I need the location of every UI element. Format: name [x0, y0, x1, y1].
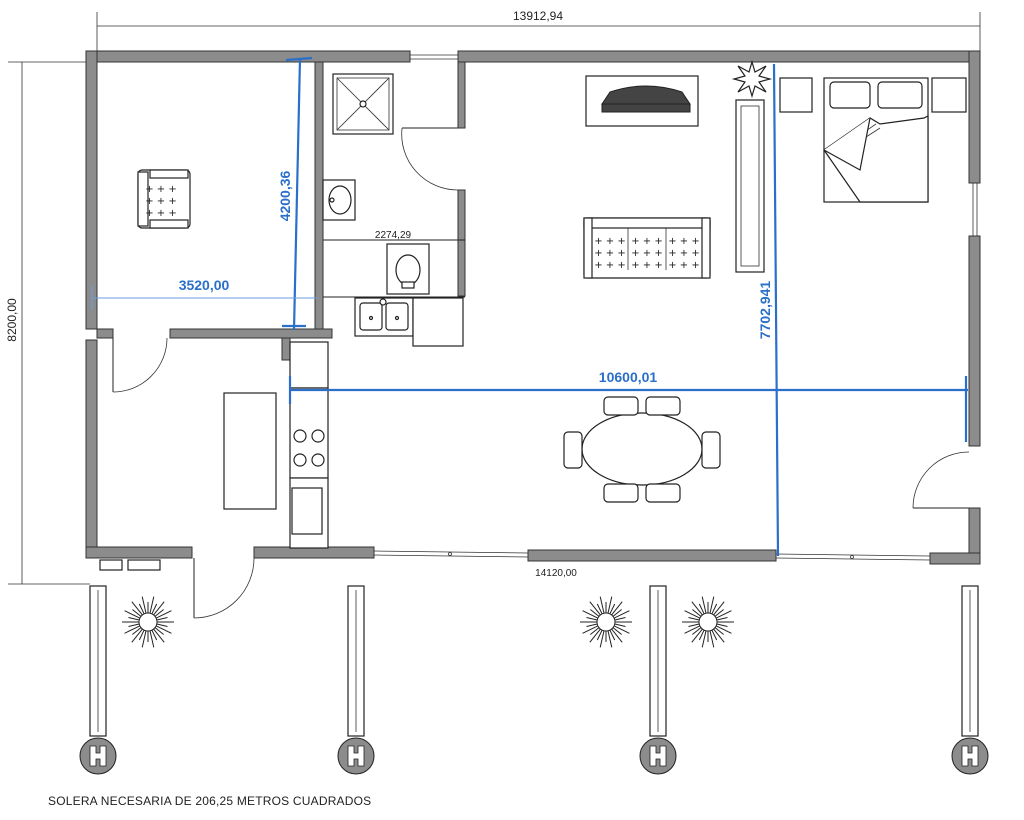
living-depth-label: 7702,941: [757, 281, 773, 340]
porch-plants: [122, 596, 734, 648]
office-door: [112, 337, 168, 393]
entrance-door: [912, 451, 970, 509]
exterior-walls: [85, 50, 981, 565]
tv-cabinet: [735, 99, 765, 273]
office-width-label: 3520,00: [179, 277, 230, 293]
front-door: [99, 557, 255, 619]
plant-living: [731, 59, 773, 99]
column-1: [79, 585, 117, 775]
svg-text:+ + +: + + +: [631, 236, 663, 247]
interior-walls: [96, 61, 466, 361]
slab-note: SOLERA NECESARIA DE 206,25 METROS CUADRA…: [48, 794, 372, 808]
svg-text:+ + +: + + +: [594, 248, 626, 259]
living-width-label: 10600,01: [599, 369, 658, 385]
plant-icon: [580, 596, 632, 648]
fridge: [412, 297, 464, 347]
dimension-living-width: 10600,01: [288, 369, 968, 442]
column-2: [337, 585, 375, 775]
front-length-label: 14120,00: [535, 568, 577, 579]
shower: [332, 73, 394, 135]
porch-columns: [79, 585, 989, 775]
washbasin: [322, 179, 356, 221]
total-width-label: 13912,94: [513, 9, 563, 23]
svg-text:+ + +: + + +: [145, 208, 177, 219]
svg-text:+ + +: + + +: [668, 236, 700, 247]
office-chair: + + + + + + + + +: [137, 169, 191, 229]
svg-text:+ + +: + + +: [594, 260, 626, 271]
toilet: 2274,29: [323, 230, 465, 295]
svg-text:+ + +: + + +: [145, 184, 177, 195]
bed: [779, 77, 967, 203]
svg-text:+ + +: + + +: [668, 260, 700, 271]
total-height-label: 8200,00: [5, 298, 19, 342]
svg-text:+ + +: + + +: [594, 236, 626, 247]
svg-text:+ + +: + + +: [668, 248, 700, 259]
tv: [585, 75, 699, 127]
bathroom-door: [401, 127, 459, 191]
top-dimension: 13912,94: [96, 9, 981, 52]
plant-icon: [682, 596, 734, 648]
svg-text:+ + +: + + +: [145, 196, 177, 207]
plant-icon: [122, 596, 174, 648]
svg-text:+ + +: + + +: [631, 248, 663, 259]
dimension-living-depth: 7702,941: [757, 63, 780, 557]
column-4: [951, 585, 989, 775]
svg-text:+ + +: + + +: [631, 260, 663, 271]
sofa: + + ++ + ++ + + + + ++ + ++ + + + + ++ +…: [583, 217, 711, 279]
bathroom-width-label: 2274,29: [375, 230, 412, 241]
kitchen-island: [223, 392, 277, 510]
dimension-office-width: 3520,00: [91, 277, 318, 310]
office-height-label: 4200,36: [277, 170, 293, 221]
left-dimension: 8200,00: [5, 61, 90, 585]
kitchen-sink: [354, 297, 414, 337]
dining-table: [563, 396, 721, 503]
dimension-office-height: 4200,36: [277, 56, 313, 331]
kitchen-counter: [289, 341, 329, 549]
column-3: [639, 585, 677, 775]
